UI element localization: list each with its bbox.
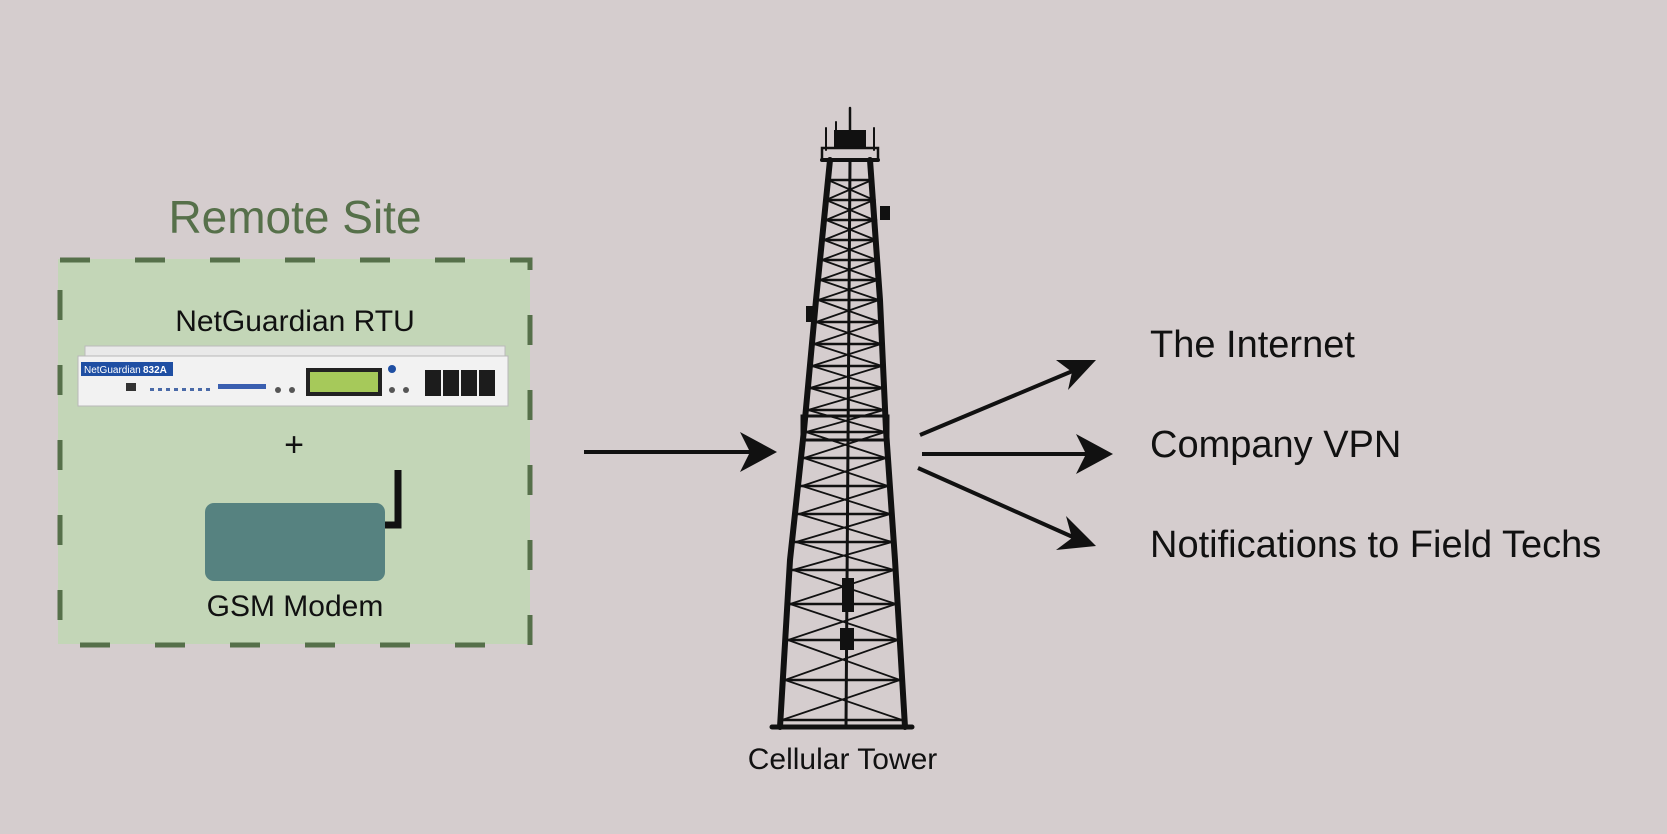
plus-sign: + <box>284 426 304 464</box>
rtu-port-3 <box>461 370 477 396</box>
cellular-tower-label: Cellular Tower <box>747 743 938 776</box>
rtu-logo <box>388 365 396 373</box>
destination-vpn-label: Company VPN <box>1150 424 1402 466</box>
arrow-to-internet <box>919 360 1096 437</box>
arrow-to-vpn <box>922 434 1113 474</box>
rtu-button-3 <box>389 387 395 393</box>
rtu-status-strip <box>218 384 266 389</box>
rtu-label: NetGuardian RTU <box>175 305 415 338</box>
modem-antenna <box>385 470 402 529</box>
netguardian-rtu-device: NetGuardian 832A <box>77 345 509 407</box>
rtu-led-row <box>150 388 210 391</box>
rtu-model-text: 832A <box>143 365 167 376</box>
remote-site-dashed-border <box>57 257 533 648</box>
rtu-port-4 <box>479 370 495 396</box>
rtu-usb-port <box>126 383 136 391</box>
cellular-tower-icon <box>769 106 915 730</box>
rtu-brand-plate <box>81 362 173 376</box>
gsm-modem-label: GSM Modem <box>206 590 384 623</box>
rtu-button-2 <box>289 387 295 393</box>
rtu-button-1 <box>275 387 281 393</box>
destination-internet-label: The Internet <box>1150 324 1355 366</box>
remote-site-title: Remote Site <box>168 191 422 243</box>
arrow-to-tower <box>584 432 777 472</box>
modem-body <box>205 503 385 581</box>
arrow-to-notifications <box>917 466 1096 550</box>
gsm-modem <box>205 470 402 581</box>
rtu-lcd-screen <box>310 372 378 392</box>
rtu-button-4 <box>403 387 409 393</box>
destination-notifications-label: Notifications to Field Techs <box>1150 524 1602 566</box>
rtu-port-1 <box>425 370 441 396</box>
rtu-port-2 <box>443 370 459 396</box>
rtu-brand-text: NetGuardian <box>84 365 141 376</box>
